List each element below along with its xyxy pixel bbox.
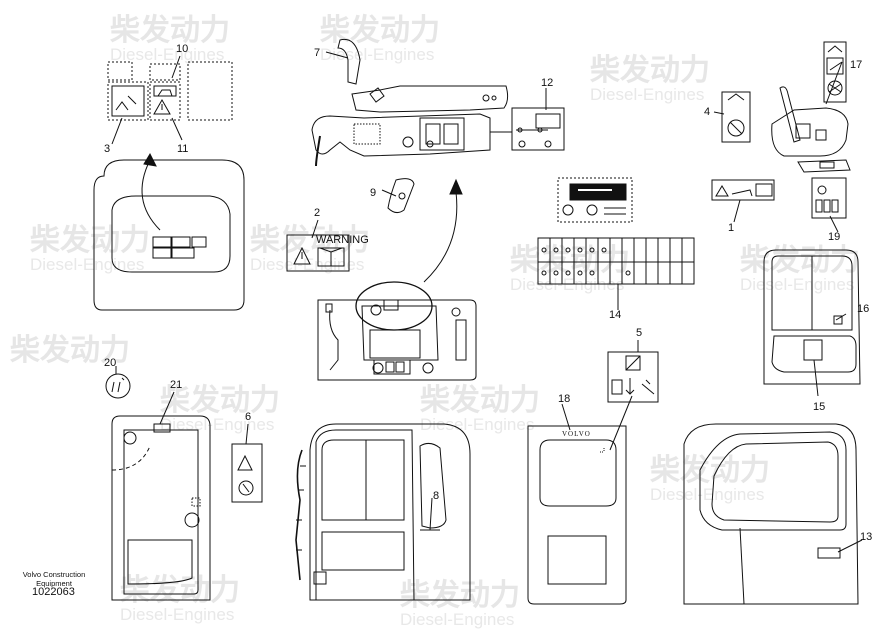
callout-16: 16 (857, 303, 869, 315)
decal-1 (711, 179, 775, 201)
drawing-number: 1022063 (32, 586, 75, 598)
watermark-brand: 柴发动力 (590, 53, 710, 88)
callout-15: 15 (813, 401, 825, 413)
watermark-subtitle: Diesel-Engines (650, 485, 764, 504)
cab-door-right (763, 249, 861, 385)
watermark-brand: 柴发动力 (160, 383, 280, 418)
callout-4: 4 (704, 106, 710, 118)
callout-labels: 1 2 3 4 5 6 7 8 9 10 11 12 13 14 15 16 1… (104, 43, 872, 543)
watermark-brand: 柴发动力 (740, 243, 860, 278)
cab-door-left (105, 373, 211, 601)
watermark-subtitle: Diesel-Engines (740, 275, 854, 294)
control-lever-assembly (311, 38, 565, 214)
callout-6: 6 (245, 411, 251, 423)
callout-9: 9 (370, 187, 376, 199)
arrow-up-right (423, 191, 458, 283)
callout-12: 12 (541, 77, 553, 89)
watermark-brand: 柴发动力 (10, 333, 130, 368)
warning-decal-text: WARNING (316, 234, 369, 246)
brand-plate-text: VOLVO (562, 430, 591, 438)
callout-3: 3 (104, 143, 110, 155)
callout-14: 14 (609, 309, 621, 321)
callout-8: 8 (433, 490, 439, 502)
cab-rear-panel (527, 425, 627, 605)
watermark-subtitle: Diesel-Engines (110, 45, 224, 64)
warning-decal-4 (721, 91, 751, 143)
decal-19 (811, 177, 847, 219)
callout-17: 17 (850, 59, 862, 71)
callout-11: 11 (177, 143, 188, 155)
joystick-lever (771, 86, 851, 173)
cab-rear-window (93, 159, 245, 311)
callout-10: 10 (176, 43, 188, 55)
watermark-subtitle: Diesel-Engines (160, 415, 274, 434)
decal-6 (231, 443, 263, 503)
callout-18: 18 (558, 393, 570, 405)
arrow-up-left (141, 159, 161, 231)
callout-5: 5 (636, 327, 642, 339)
cab-front (295, 423, 471, 601)
decal-5 (607, 351, 659, 403)
watermark-subtitle: Diesel-Engines (400, 610, 514, 629)
watermark-brand: 柴发动力 (120, 573, 240, 608)
watermark-subtitle: Diesel-Engines (420, 415, 534, 434)
watermark-subtitle: Diesel-Engines (320, 45, 434, 64)
decal-17 (823, 41, 847, 103)
callout-7: 7 (314, 47, 320, 59)
cab-side-door (683, 423, 859, 605)
callout-19: 19 (828, 231, 840, 243)
leader-lines (111, 51, 863, 553)
warning-decal-2 (286, 234, 350, 272)
watermark-brand: 柴发动力 (30, 223, 150, 258)
watermark-layer: 柴发动力 Diesel-Engines 柴发动力 Diesel-Engines … (10, 13, 860, 629)
monitor-decal (557, 177, 633, 223)
watermark-brand: 柴发动力 (110, 13, 230, 48)
manufacturer-label: Volvo Construction Equipment (22, 570, 86, 588)
side-console-panel (317, 281, 477, 381)
watermark-brand: 柴发动力 (650, 453, 770, 488)
callout-21: 21 (170, 379, 182, 391)
switch-panel-decal (537, 237, 695, 285)
watermark-subtitle: Diesel-Engines (590, 85, 704, 104)
watermark-subtitle: Diesel-Engines (120, 605, 234, 624)
callout-1: 1 (728, 222, 734, 234)
watermark-brand: 柴发动力 (420, 383, 540, 418)
watermark-brand: 柴发动力 (400, 578, 520, 613)
decal-group-top-left (107, 61, 233, 121)
watermark-brand: 柴发动力 (250, 223, 370, 258)
callout-20: 20 (104, 357, 116, 369)
callout-2: 2 (314, 207, 320, 219)
watermark-subtitle: Diesel-Engines (30, 255, 144, 274)
watermark-brand: 柴发动力 (320, 13, 440, 48)
callout-13: 13 (860, 531, 872, 543)
